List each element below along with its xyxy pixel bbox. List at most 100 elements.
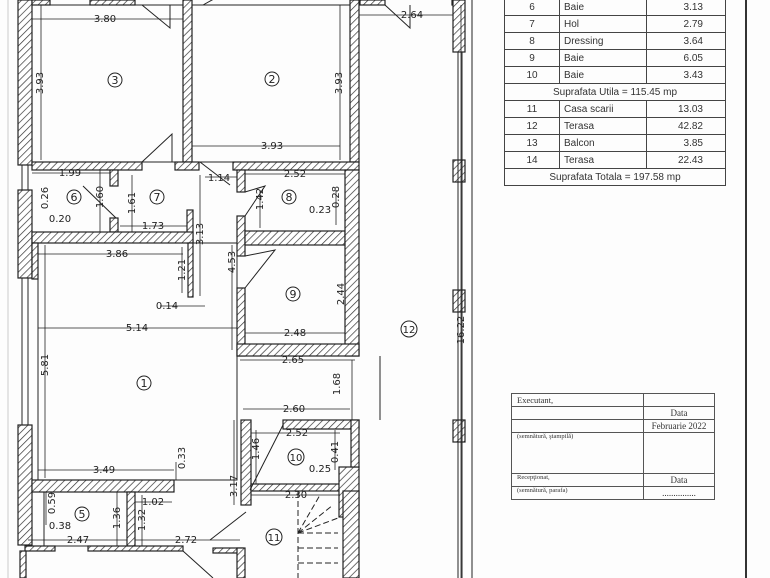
svg-text:1.32: 1.32 — [137, 509, 148, 531]
table-row: 12 Terasa 42.82 — [504, 117, 726, 135]
svg-text:0.23: 0.23 — [309, 205, 331, 216]
row-area: 6.05 — [646, 49, 726, 67]
table-row: 9 Baie 6.05 — [504, 49, 726, 67]
svg-text:1.73: 1.73 — [142, 221, 164, 232]
table-row: 11 Casa scarii 13.03 — [504, 100, 726, 118]
empty-cell — [643, 432, 715, 474]
table-row: 14 Terasa 22.43 — [504, 151, 726, 169]
svg-text:1.36: 1.36 — [112, 507, 123, 529]
svg-text:0.59: 0.59 — [47, 492, 58, 514]
row-number: 13 — [504, 134, 560, 152]
svg-text:1.46: 1.46 — [251, 438, 262, 460]
svg-text:1.68: 1.68 — [332, 373, 343, 395]
svg-text:1.14: 1.14 — [208, 173, 230, 184]
svg-text:3.93: 3.93 — [261, 141, 283, 152]
date-blank: ............... — [643, 486, 715, 500]
svg-text:0.41: 0.41 — [330, 441, 341, 463]
row-number: 9 — [504, 49, 560, 67]
title-block: Executant, Data Februarie 2022 (semnătur… — [511, 393, 715, 500]
svg-text:3.17: 3.17 — [229, 475, 240, 497]
svg-text:2.48: 2.48 — [284, 328, 306, 339]
row-number: 12 — [504, 117, 560, 135]
svg-text:2.65: 2.65 — [282, 355, 304, 366]
svg-text:1.61: 1.61 — [127, 192, 138, 214]
dimension-labels: 3.80 3.93 3.93 3.93 2.64 1.99 0.26 0.20 … — [35, 10, 467, 546]
table-row: 10 Baie 3.43 — [504, 66, 726, 84]
row-room-name: Casa scarii — [559, 100, 647, 118]
row-area: 3.13 — [646, 0, 726, 16]
svg-text:0.20: 0.20 — [49, 214, 71, 225]
date-label: Data — [643, 406, 715, 420]
row-room-name: Terasa — [559, 117, 647, 135]
row-number: 11 — [504, 100, 560, 118]
row-room-name: Baie — [559, 49, 647, 67]
svg-text:1.02: 1.02 — [142, 497, 164, 508]
empty-cell — [511, 419, 644, 433]
room-7-label: 7 — [154, 191, 161, 204]
row-room-name: Dressing — [559, 32, 647, 50]
area-table: 6 Baie 3.13 7 Hol 2.79 8 Dressing 3.64 9… — [504, 0, 726, 186]
room-12-label: 12 — [403, 325, 416, 336]
svg-text:2.72: 2.72 — [175, 535, 197, 546]
room-11-label: 11 — [268, 533, 281, 544]
row-number: 7 — [504, 15, 560, 33]
table-row: 7 Hol 2.79 — [504, 15, 726, 33]
svg-text:0.26: 0.26 — [40, 187, 51, 209]
grand-total: Suprafata Totala = 197.58 mp — [504, 168, 726, 186]
svg-text:4.53: 4.53 — [227, 251, 238, 273]
row-room-name: Balcon — [559, 134, 647, 152]
empty-cell — [511, 406, 644, 420]
svg-text:16.22: 16.22 — [456, 316, 467, 345]
row-number: 10 — [504, 66, 560, 84]
svg-text:5.14: 5.14 — [126, 323, 148, 334]
table-row: 6 Baie 3.13 — [504, 0, 726, 16]
table-row: 8 Dressing 3.64 — [504, 32, 726, 50]
empty-cell — [643, 393, 715, 407]
row-number: 6 — [504, 0, 560, 16]
room-9-label: 9 — [290, 288, 297, 301]
svg-text:0.25: 0.25 — [309, 464, 331, 475]
row-area: 3.85 — [646, 134, 726, 152]
svg-text:5.81: 5.81 — [40, 354, 51, 376]
room-6-label: 6 — [71, 191, 78, 204]
date-label-2: Data — [643, 473, 715, 487]
executant-label: Executant, — [511, 393, 644, 407]
svg-text:2.60: 2.60 — [283, 404, 305, 415]
signature-stamp-label: (semnătură, ştampilă) — [511, 432, 644, 474]
svg-text:2.30: 2.30 — [285, 490, 307, 501]
room-10-label: 10 — [290, 453, 303, 464]
row-room-name: Hol — [559, 15, 647, 33]
row-room-name: Baie — [559, 0, 647, 16]
svg-text:2.52: 2.52 — [286, 428, 308, 439]
room-labels — [66, 71, 418, 546]
row-area: 22.43 — [646, 151, 726, 169]
svg-text:2.47: 2.47 — [67, 535, 89, 546]
svg-text:1.21: 1.21 — [177, 259, 188, 281]
row-area: 3.64 — [646, 32, 726, 50]
svg-text:3.49: 3.49 — [93, 465, 115, 476]
receptionat-label: Recepţionat, — [511, 473, 644, 487]
room-8-label: 8 — [286, 191, 293, 204]
row-room-name: Terasa — [559, 151, 647, 169]
svg-text:0.28: 0.28 — [331, 186, 342, 208]
row-area: 2.79 — [646, 15, 726, 33]
walls — [17, 0, 466, 578]
room-2-label: 2 — [269, 73, 276, 86]
row-number: 8 — [504, 32, 560, 50]
room-5-label: 5 — [79, 508, 86, 521]
svg-text:2.64: 2.64 — [401, 10, 423, 21]
svg-text:3.86: 3.86 — [106, 249, 128, 260]
svg-text:0.38: 0.38 — [49, 521, 71, 532]
grand-total-text: Suprafata Totala = 197.58 mp — [504, 168, 726, 186]
useful-area-total-text: Suprafata Utila = 115.45 mp — [504, 83, 726, 101]
svg-text:0.14: 0.14 — [156, 301, 178, 312]
svg-text:0.33: 0.33 — [177, 447, 188, 469]
room-1-label: 1 — [141, 377, 148, 390]
svg-text:1.60: 1.60 — [95, 186, 106, 208]
svg-text:3.80: 3.80 — [94, 14, 116, 25]
date-value: Februarie 2022 — [643, 419, 715, 433]
row-area: 13.03 — [646, 100, 726, 118]
row-number: 14 — [504, 151, 560, 169]
svg-text:3.93: 3.93 — [334, 72, 345, 94]
sheet-border-line — [745, 0, 747, 578]
